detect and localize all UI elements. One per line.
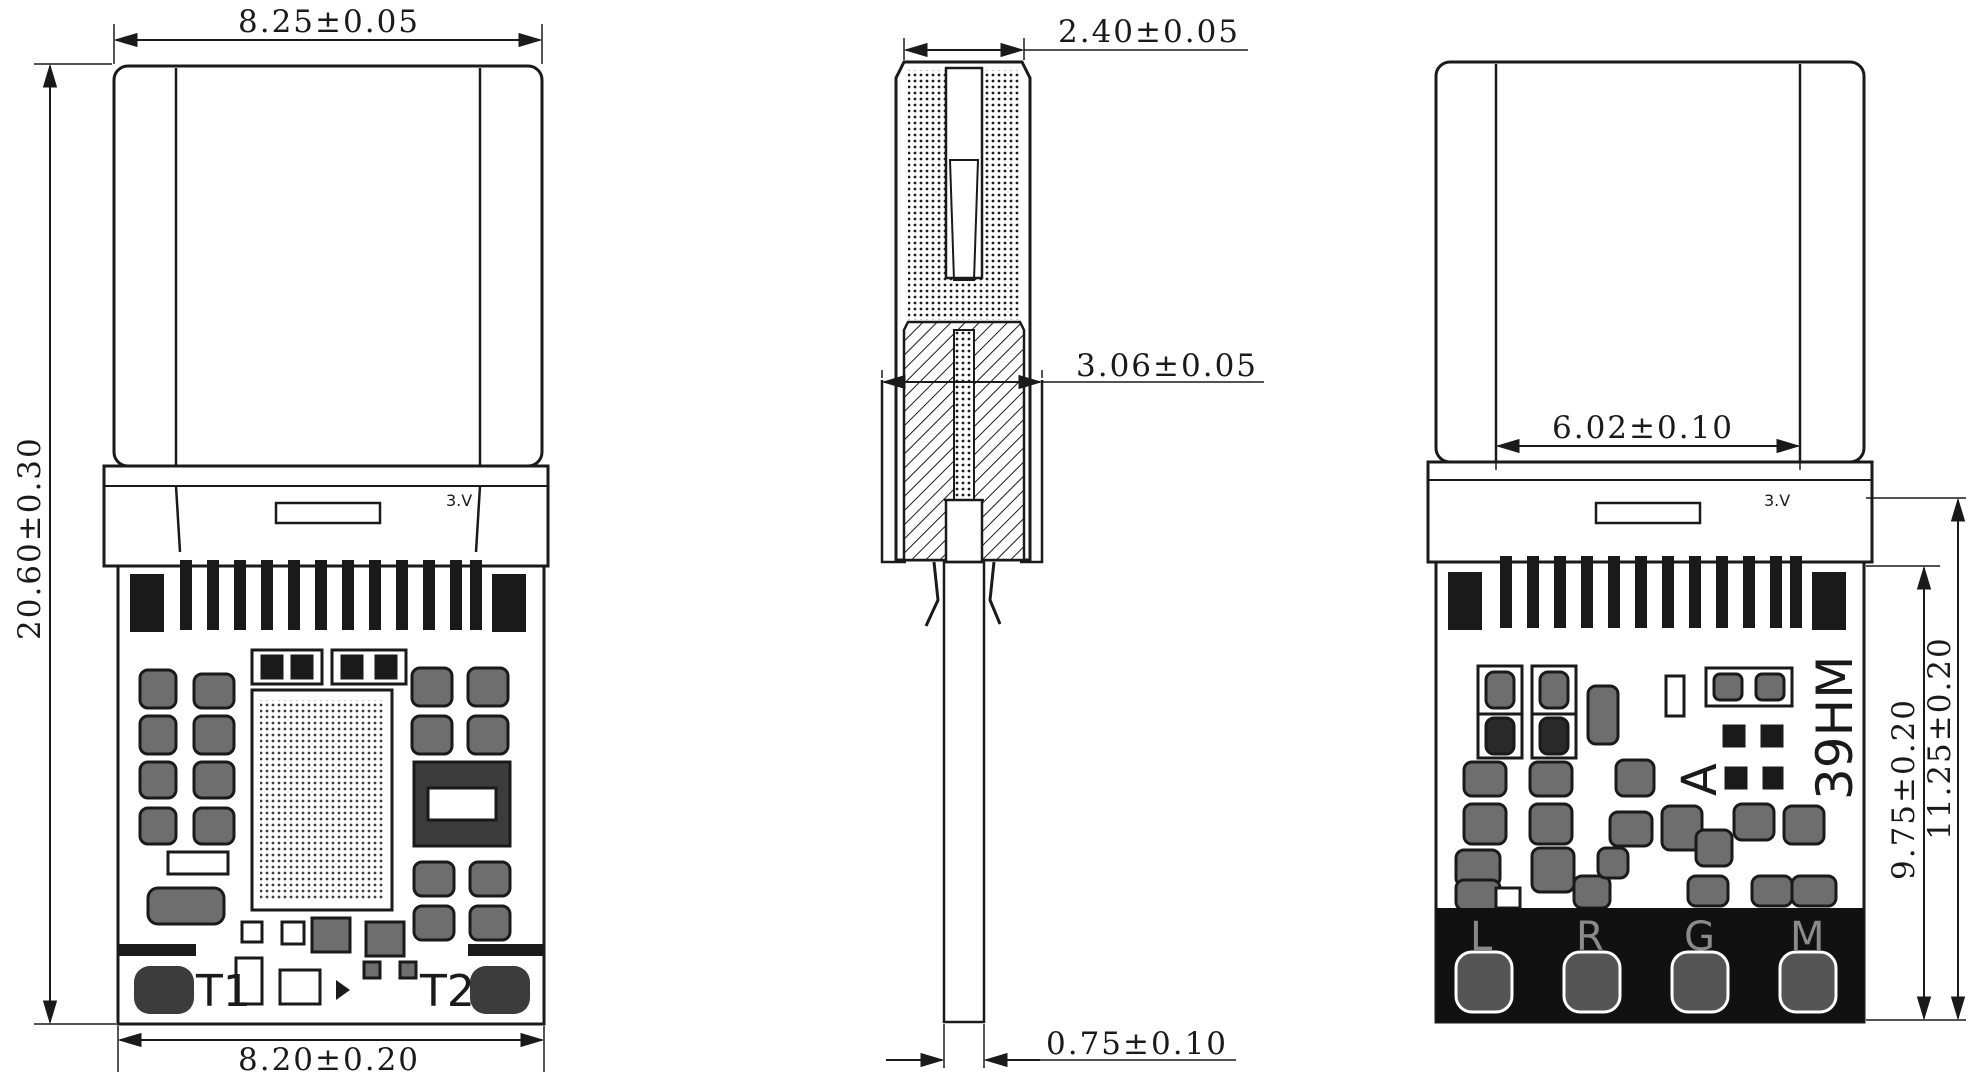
- label-t1: T1: [195, 966, 251, 1017]
- dim-side-mid: 3.06±0.05: [1076, 348, 1258, 384]
- side-view: [880, 60, 1044, 1024]
- back-components: [1454, 664, 1838, 912]
- label-t2: T2: [419, 966, 475, 1017]
- pad-label-r: R: [1576, 914, 1604, 960]
- dim-back-inner-width: 6.02±0.10: [1552, 410, 1734, 446]
- pad-label-l: L: [1470, 914, 1493, 960]
- dim-side-top: 2.40±0.05: [1058, 14, 1240, 50]
- front-components: [138, 648, 512, 1006]
- back-dimensions: 6.02±0.10 9.75±0.20 11.25±0.20: [1495, 410, 1966, 1021]
- bga-chip: [250, 688, 394, 912]
- front-view: 3.V: [102, 64, 550, 1026]
- label-a: A: [1672, 763, 1728, 796]
- svg-text:3.V: 3.V: [446, 491, 472, 510]
- dim-back-height-a: 9.75±0.20: [1886, 698, 1922, 880]
- pad-label-m: M: [1790, 914, 1825, 960]
- back-view: 3.V: [1426, 60, 1874, 1024]
- back-pads: [1454, 950, 1838, 1014]
- side-dimensions: 2.40±0.05 3.06±0.05 0.75±0.10: [881, 14, 1264, 1068]
- dim-front-height: 20.60±0.30: [12, 436, 48, 640]
- front-dimensions: 8.25±0.05 8.20±0.20 20.60±0.30: [12, 4, 545, 1076]
- svg-text:3.V: 3.V: [1764, 491, 1790, 510]
- dim-back-height-b: 11.25±0.20: [1922, 636, 1958, 840]
- dim-front-width-bottom: 8.20±0.20: [238, 1042, 420, 1076]
- front-pins: [130, 560, 526, 632]
- back-pins: [1448, 556, 1846, 630]
- dim-side-bottom: 0.75±0.10: [1046, 1026, 1228, 1062]
- pad-label-g: G: [1684, 914, 1715, 960]
- label-model: 39HM: [1806, 656, 1864, 800]
- dim-front-width-top: 8.25±0.05: [238, 4, 420, 40]
